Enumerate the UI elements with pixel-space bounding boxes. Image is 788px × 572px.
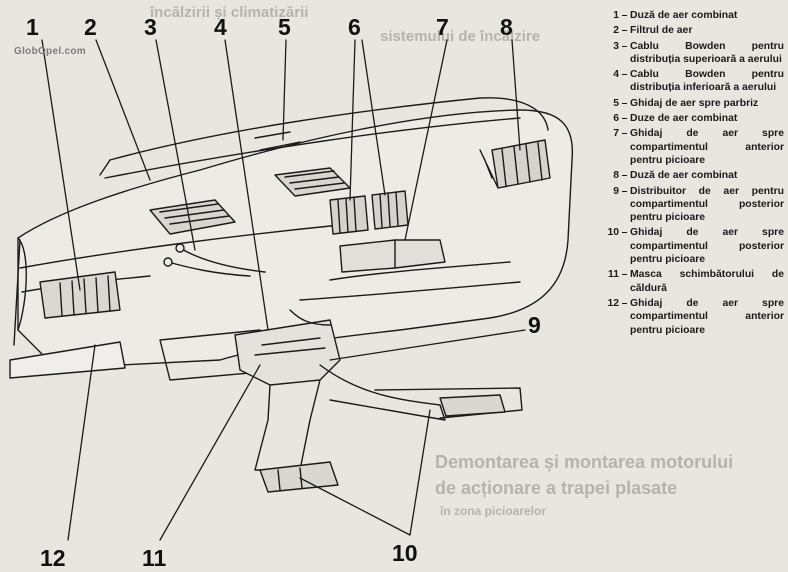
legend-item: 3–Cablu Bowden pentru distribuția superi… xyxy=(602,40,784,67)
callout-10: 10 xyxy=(392,540,418,566)
legend-item-text: Duze de aer combinat xyxy=(630,113,738,125)
legend-item-number: 11 xyxy=(608,269,619,281)
legend-item-text: Masca schimbătorului de căldură xyxy=(630,269,784,294)
legend-item-text: Filtrul de aer xyxy=(630,25,693,37)
legend-item-text: Ghidaj de aer spre parbriz xyxy=(630,97,759,109)
legend-item: 1–Duză de aer combinat xyxy=(602,9,784,22)
legend-item: 7–Ghidaj de aer spre compartimentul ante… xyxy=(602,127,784,167)
legend-item-number: 6 xyxy=(613,113,619,125)
heater-distributor-assembly xyxy=(234,309,523,493)
legend-item: 8–Duză de aer combinat xyxy=(602,169,784,182)
legend-item-number: 12 xyxy=(607,297,619,309)
legend-item-dash: – xyxy=(621,185,628,197)
legend-item-text: Ghidaj de aer spre compartimentul anteri… xyxy=(630,128,784,166)
bleed-through-top-right: sistemului de încălzire xyxy=(380,28,541,45)
legend-item-number: 1 xyxy=(613,10,619,21)
site-watermark: GlobOpel.com xyxy=(14,46,86,57)
legend-item-number: 10 xyxy=(607,227,619,239)
callout-1: 1 xyxy=(26,14,39,40)
legend-item: 6–Duze de aer combinat xyxy=(602,112,784,125)
legend-item-text: Ghidaj de aer spre compartimentul anteri… xyxy=(630,297,784,336)
legend-item-dash: – xyxy=(621,297,628,309)
legend-item-text: Distribuitor de aer pentru compartimentu… xyxy=(630,185,784,224)
legend-item-number: 8 xyxy=(613,170,619,182)
legend-item-dash: – xyxy=(621,69,628,81)
legend-item-text: Duză de aer combinat xyxy=(630,170,738,182)
bleed-through-top-left: încălzirii și climatizării xyxy=(150,4,309,21)
callout-4: 4 xyxy=(214,14,227,40)
bleed-through-mid: Demontarea și montarea motorului xyxy=(435,452,734,472)
windscreen-vents xyxy=(149,131,351,235)
front-footwell-duct-right xyxy=(339,239,446,273)
callout-9: 9 xyxy=(528,312,541,338)
dashboard-body xyxy=(9,97,574,381)
legend-item: 4–Cablu Bowden pentru distribuția inferi… xyxy=(602,68,784,95)
left-combined-vent xyxy=(39,271,121,319)
legend-item-number: 9 xyxy=(613,185,619,197)
bleed-through-mid3: în zona picioarelor xyxy=(440,504,547,518)
legend-item: 11–Masca schimbătorului de căldură xyxy=(602,268,784,295)
bleed-through-mid2: de acționare a trapei plasate xyxy=(435,478,678,498)
leader-lines xyxy=(41,39,526,541)
callout-6: 6 xyxy=(348,14,361,40)
legend-item-dash: – xyxy=(621,97,628,109)
legend-item-dash: – xyxy=(621,227,628,239)
callout-12: 12 xyxy=(40,545,66,571)
legend-item-number: 5 xyxy=(613,97,619,109)
callout-5: 5 xyxy=(278,14,291,40)
right-combined-vent xyxy=(479,139,551,189)
legend-item-text: Cablu Bowden pentru distribuția superioa… xyxy=(630,40,784,65)
bowden-cables xyxy=(163,243,266,277)
legend-item-number: 3 xyxy=(613,40,619,52)
legend-item-number: 4 xyxy=(613,69,619,81)
legend-item-dash: – xyxy=(621,128,628,140)
callout-3: 3 xyxy=(144,14,157,40)
callout-11: 11 xyxy=(142,545,167,571)
legend-item-dash: – xyxy=(621,25,628,37)
legend-item: 12–Ghidaj de aer spre compartimentul ant… xyxy=(602,297,784,337)
legend-item: 10–Ghidaj de aer spre compartimentul pos… xyxy=(602,226,784,266)
legend-item-text: Cablu Bowden pentru distribuția inferioa… xyxy=(630,69,784,94)
legend-item-text: Ghidaj de aer spre compartimentul poster… xyxy=(630,227,784,266)
legend-item-dash: – xyxy=(621,10,628,21)
legend-item: 9–Distribuitor de aer pentru compartimen… xyxy=(602,185,784,225)
legend-item-dash: – xyxy=(621,269,628,281)
legend-item-dash: – xyxy=(621,113,628,125)
callout-2: 2 xyxy=(84,14,97,40)
legend-item-text: Duză de aer combinat xyxy=(630,10,738,21)
legend-item-dash: – xyxy=(621,40,628,52)
legend-item-number: 2 xyxy=(613,25,619,37)
centre-combined-vents xyxy=(329,190,409,235)
legend-item-number: 7 xyxy=(613,128,619,140)
callout-8: 8 xyxy=(500,14,513,40)
legend-item-dash: – xyxy=(621,170,628,182)
legend-item: 5–Ghidaj de aer spre parbriz xyxy=(602,97,784,110)
callout-7: 7 xyxy=(436,14,449,40)
legend-item: 2–Filtrul de aer xyxy=(602,24,784,37)
